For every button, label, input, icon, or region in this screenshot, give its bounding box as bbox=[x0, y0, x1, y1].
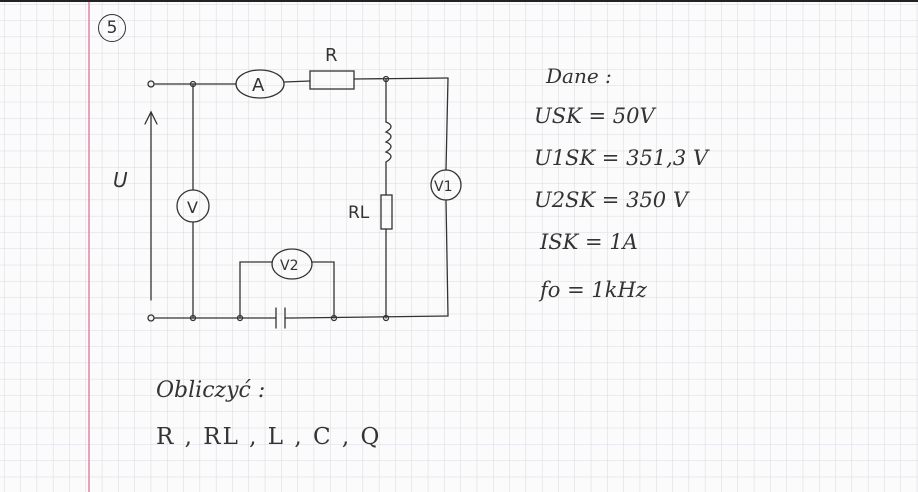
given-row-4: ISK = 1A bbox=[540, 230, 638, 254]
node-bottom-l bbox=[382, 314, 390, 322]
node-cap-left bbox=[236, 314, 244, 322]
node-bottom-v bbox=[189, 314, 197, 322]
given-heading: Dane : bbox=[546, 64, 612, 88]
node-cap-right bbox=[330, 314, 338, 322]
voltmeter2-circle bbox=[271, 248, 313, 280]
given-row-1: USK = 50V bbox=[534, 104, 655, 128]
inductor-coil bbox=[384, 121, 392, 163]
find-items: R , RL , L , C , Q bbox=[156, 424, 382, 450]
given-row-5: fo = 1kHz bbox=[540, 278, 647, 302]
given-row-3: U2SK = 350 V bbox=[534, 188, 689, 212]
voltmeter1-label: V1 bbox=[434, 179, 452, 195]
wire-v2-left bbox=[239, 261, 273, 319]
node-top-v bbox=[189, 80, 197, 88]
resistor-r bbox=[309, 70, 355, 90]
find-heading: Obliczyć : bbox=[156, 378, 266, 403]
voltage-arrowhead bbox=[144, 110, 158, 125]
wire-top-right bbox=[353, 77, 449, 80]
wire-top-mid bbox=[283, 80, 311, 83]
terminal-bottom bbox=[147, 314, 155, 322]
wire-v1-top bbox=[445, 77, 449, 171]
ammeter-circle bbox=[235, 69, 285, 99]
load-resistor bbox=[380, 194, 393, 230]
wire-bottom-right bbox=[291, 315, 449, 319]
resistor-label: R bbox=[325, 45, 338, 66]
voltmeter-circle bbox=[176, 189, 210, 223]
wire-v1-bottom bbox=[445, 199, 449, 317]
node-top-l bbox=[382, 75, 390, 83]
load-resistor-label: RL bbox=[348, 203, 370, 223]
voltmeter2-label: V2 bbox=[280, 258, 298, 274]
given-row-2: U1SK = 351,3 V bbox=[534, 146, 709, 170]
ammeter-label: A bbox=[252, 75, 265, 96]
voltmeter1-circle bbox=[430, 169, 462, 201]
voltage-label: U bbox=[113, 168, 128, 192]
voltmeter-label: V bbox=[187, 198, 198, 217]
wire-v2-right bbox=[311, 261, 335, 319]
terminal-top bbox=[147, 80, 155, 88]
problem-number: 5 bbox=[98, 14, 126, 42]
